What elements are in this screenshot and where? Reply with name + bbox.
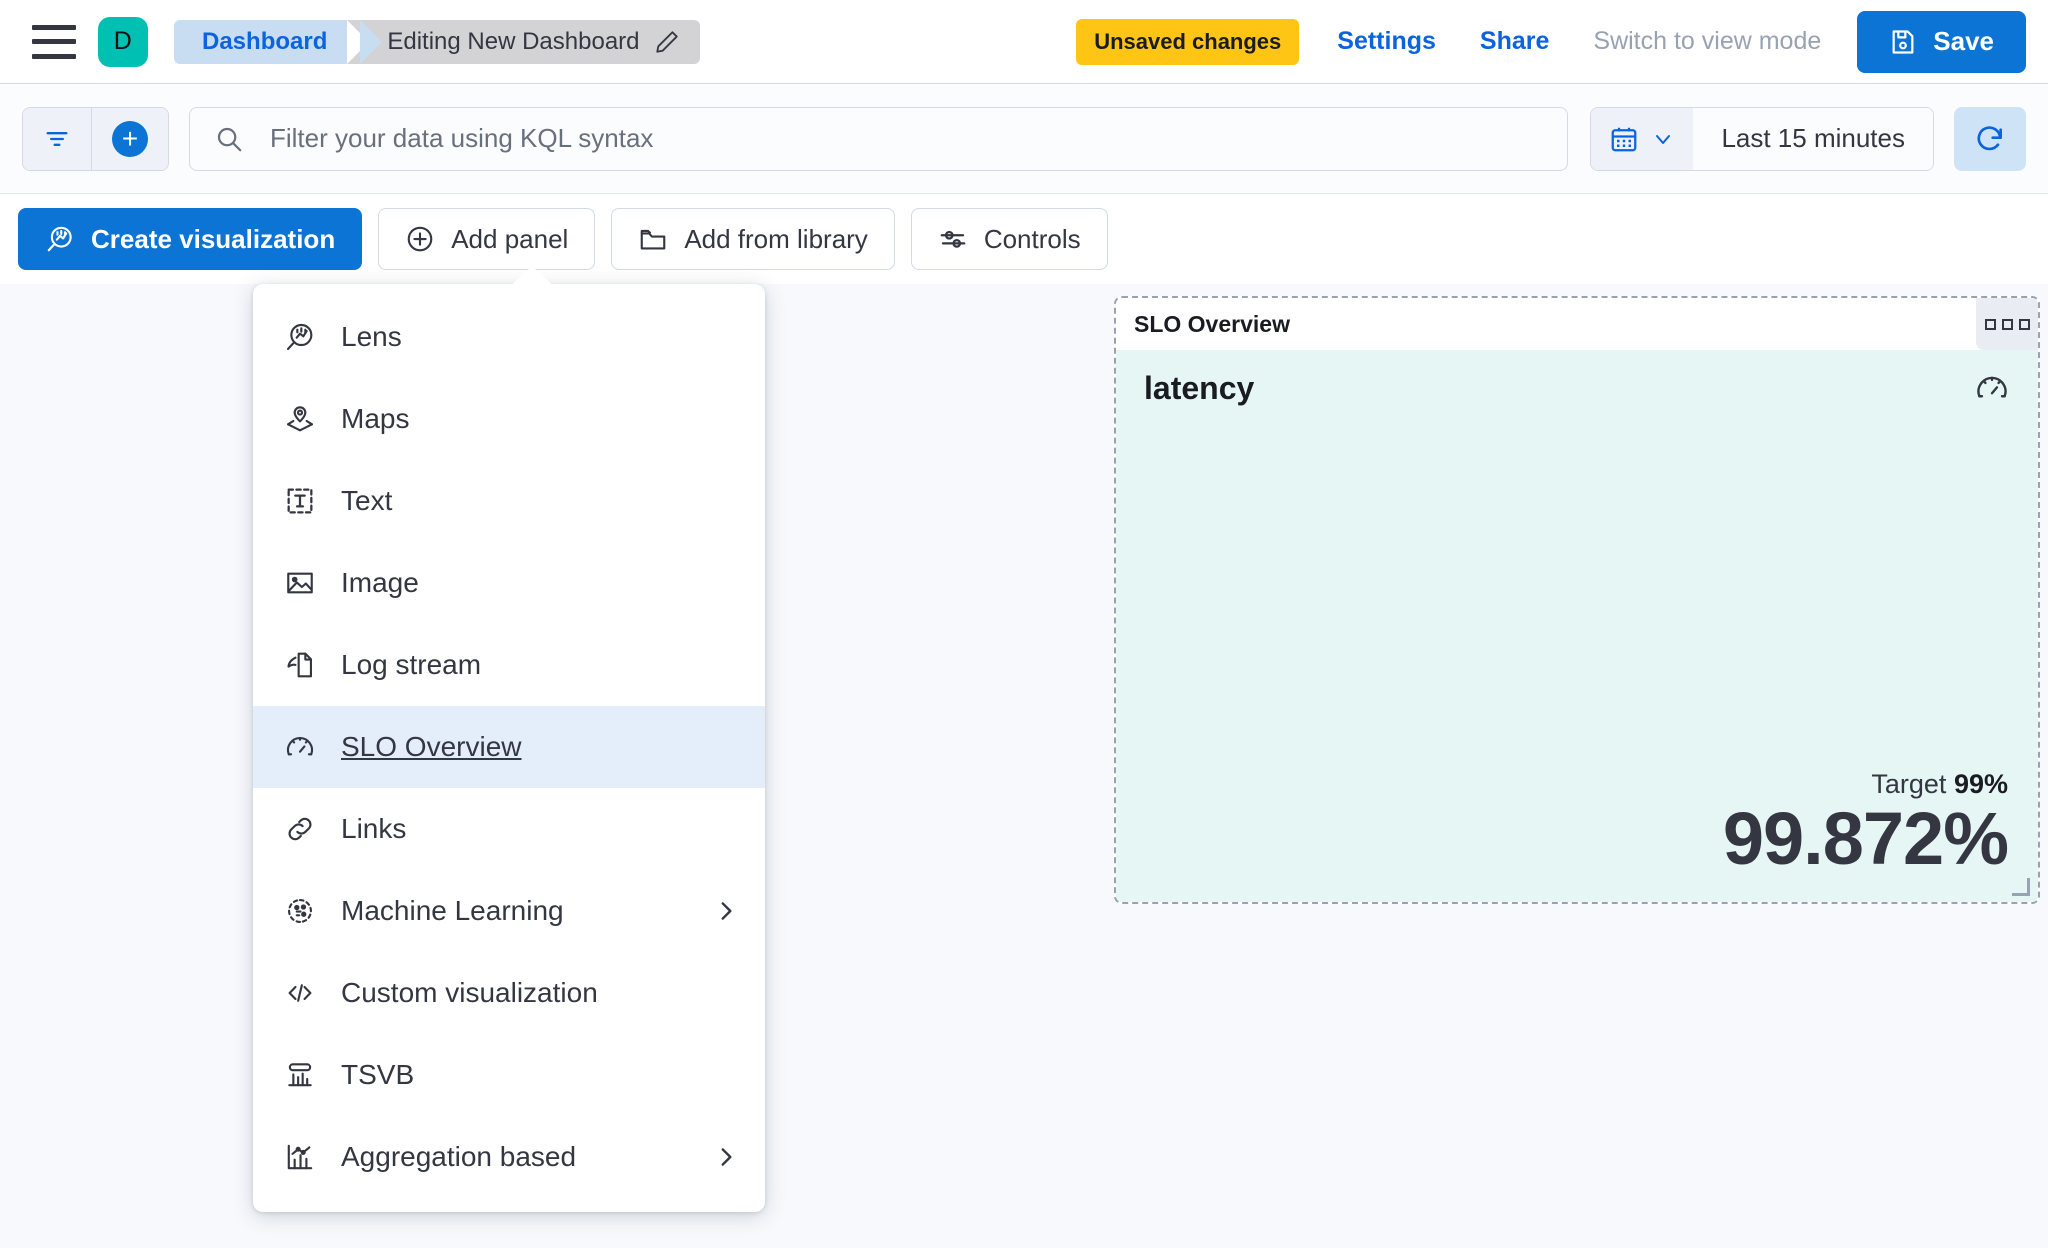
breadcrumb-dashboard[interactable]: Dashboard <box>174 19 383 64</box>
search-input[interactable]: Filter your data using KQL syntax <box>189 106 1569 171</box>
menu-item-label: Machine Learning <box>341 895 564 926</box>
text-box-icon <box>279 485 321 517</box>
settings-link[interactable]: Settings <box>1337 27 1436 55</box>
slo-current-value: 99.872% <box>1722 797 2009 880</box>
chevron-right-icon <box>713 1144 739 1170</box>
save-button-label: Save <box>1933 26 1994 56</box>
breadcrumb: Dashboard Editing New Dashboard <box>174 19 700 64</box>
create-visualization-button[interactable]: Create visualization <box>18 208 363 270</box>
slo-values: Target 99% 99.872% <box>1722 769 2009 880</box>
menu-item-label: Image <box>341 567 419 598</box>
status-badge: Unsaved changes <box>1076 18 1300 65</box>
menu-item-label: Maps <box>341 403 410 434</box>
date-picker: Last 15 minutes <box>1590 106 1934 171</box>
create-visualization-label: Create visualization <box>91 223 336 254</box>
dashboard-panel-slo-overview[interactable]: SLO Overview latency <box>1114 296 2040 904</box>
menu-item-label: Lens <box>341 321 402 352</box>
panel-title: SLO Overview <box>1134 310 1290 337</box>
save-button[interactable]: Save <box>1857 10 2026 73</box>
menu-item-label: Custom visualization <box>341 977 598 1008</box>
search-input-placeholder: Filter your data using KQL syntax <box>270 123 654 153</box>
chevron-down-icon <box>1651 127 1675 151</box>
gauge-icon <box>1974 370 2010 411</box>
menu-item-machine-learning[interactable]: Machine Learning <box>253 870 765 952</box>
share-link[interactable]: Share <box>1479 27 1550 55</box>
avatar[interactable]: D <box>98 16 148 67</box>
dashboard-toolbar: Create visualization Add panel Add from … <box>0 194 2048 284</box>
lens-icon <box>279 321 321 353</box>
image-icon <box>279 567 321 599</box>
breadcrumb-current[interactable]: Editing New Dashboard <box>347 19 700 64</box>
add-panel-button[interactable]: Add panel <box>378 208 596 270</box>
menu-item-lens[interactable]: Lens <box>253 296 765 378</box>
menu-item-log-stream[interactable]: Log stream <box>253 624 765 706</box>
app-header: D Dashboard Editing New Dashboard Unsave… <box>0 0 2048 84</box>
link-icon <box>279 813 321 845</box>
folder-icon <box>638 224 668 254</box>
menu-item-label: Text <box>341 485 393 516</box>
query-bar: + Filter your data using KQL syntax <box>0 84 2048 194</box>
slo-target: Target 99% <box>1723 769 2008 800</box>
avatar-letter: D <box>113 27 133 55</box>
breadcrumb-current-label: Editing New Dashboard <box>387 27 640 55</box>
controls-button[interactable]: Controls <box>910 208 1108 270</box>
menu-item-label: Log stream <box>341 649 482 680</box>
calendar-icon <box>1609 124 1639 154</box>
panel-header: SLO Overview <box>1116 298 2038 350</box>
slo-name: latency <box>1144 370 1255 406</box>
menu-notch <box>510 266 554 286</box>
header-actions: Unsaved changes Settings Share Switch to… <box>1076 10 2048 73</box>
ml-icon <box>279 895 321 927</box>
menu-item-custom-visualization[interactable]: Custom visualization <box>253 952 765 1034</box>
maps-pin-icon <box>279 403 321 435</box>
add-from-library-button[interactable]: Add from library <box>611 208 895 270</box>
panel-resize-handle[interactable] <box>2012 878 2030 896</box>
menu-item-maps[interactable]: Maps <box>253 378 765 460</box>
panel-body: latency Target 99% <box>1116 350 2038 902</box>
add-filter-button[interactable]: + <box>92 107 168 170</box>
filter-group: + <box>22 106 169 171</box>
gauge-icon <box>279 731 321 763</box>
menu-item-label: TSVB <box>341 1059 415 1090</box>
menu-item-tsvb[interactable]: TSVB <box>253 1034 765 1116</box>
add-panel-label: Add panel <box>451 223 569 254</box>
menu-item-aggregation-based[interactable]: Aggregation based <box>253 1116 765 1198</box>
lens-icon <box>45 224 75 254</box>
agg-chart-icon <box>279 1141 321 1173</box>
menu-item-text[interactable]: Text <box>253 460 765 542</box>
menu-item-label: SLO Overview <box>341 731 522 762</box>
add-from-library-label: Add from library <box>684 223 868 254</box>
slo-target-value: 99% <box>1953 769 2008 799</box>
search-icon <box>214 124 244 154</box>
menu-item-image[interactable]: Image <box>253 542 765 624</box>
controls-sliders-icon <box>938 224 968 254</box>
menu-item-slo-overview[interactable]: SLO Overview <box>253 706 765 788</box>
code-icon <box>279 977 321 1009</box>
save-disk-icon <box>1889 28 1917 56</box>
plus-circle-icon: + <box>112 120 148 157</box>
menu-item-links[interactable]: Links <box>253 788 765 870</box>
panel-context-menu-icon[interactable] <box>1976 298 2038 350</box>
refresh-icon <box>1974 123 2006 155</box>
breadcrumb-dashboard-label: Dashboard <box>202 27 328 55</box>
slo-target-label: Target <box>1871 769 1947 799</box>
switch-view-mode-link[interactable]: Switch to view mode <box>1593 27 1822 55</box>
date-quick-select-button[interactable] <box>1591 107 1694 170</box>
chevron-right-icon <box>713 898 739 924</box>
menu-item-label: Links <box>341 813 407 844</box>
menu-item-label: Aggregation based <box>341 1141 577 1172</box>
log-stream-icon <box>279 649 321 681</box>
pencil-icon[interactable] <box>654 29 680 55</box>
divider <box>91 107 92 170</box>
plus-circle-icon <box>405 224 435 254</box>
time-range-value[interactable]: Last 15 minutes <box>1693 107 1933 170</box>
hamburger-icon[interactable] <box>32 24 76 59</box>
filter-icon[interactable] <box>23 107 91 170</box>
controls-label: Controls <box>983 223 1081 254</box>
refresh-button[interactable] <box>1954 106 2026 171</box>
tsvb-icon <box>279 1059 321 1091</box>
